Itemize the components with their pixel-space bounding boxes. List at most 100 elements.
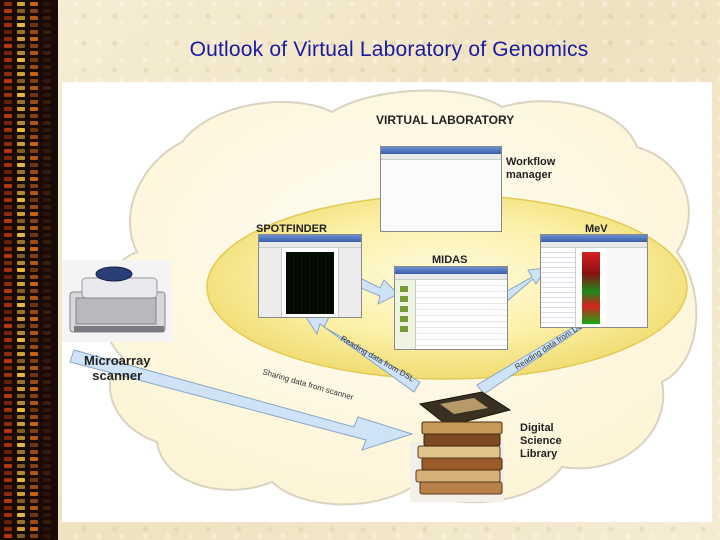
- microarray-spot: [30, 275, 38, 279]
- microarray-spot: [4, 387, 12, 391]
- microarray-spot: [4, 86, 12, 90]
- microarray-spot: [17, 163, 25, 167]
- microarray-spot: [30, 128, 38, 132]
- scanner-label-line2: scanner: [84, 368, 150, 383]
- microarray-spot: [4, 100, 12, 104]
- microarray-spot: [4, 380, 12, 384]
- microarray-spot: [17, 219, 25, 223]
- microarray-spot: [30, 254, 38, 258]
- microarray-spot: [17, 23, 25, 27]
- microarray-spot: [4, 331, 12, 335]
- microarray-spot: [30, 296, 38, 300]
- microarray-spot: [4, 219, 12, 223]
- mev-heatmap: [582, 252, 600, 324]
- microarray-spot: [30, 450, 38, 454]
- microarray-spot: [17, 58, 25, 62]
- microarray-spot: [43, 534, 51, 538]
- microarray-spot: [4, 135, 12, 139]
- dsl-label-line2: Science: [520, 435, 562, 448]
- microarray-spot: [17, 310, 25, 314]
- microarray-spot: [17, 184, 25, 188]
- slide-title: Outlook of Virtual Laboratory of Genomic…: [58, 38, 720, 62]
- microarray-spot: [30, 219, 38, 223]
- microarray-spot: [4, 310, 12, 314]
- microarray-spot: [43, 177, 51, 181]
- microarray-spot: [43, 471, 51, 475]
- microarray-spot: [43, 254, 51, 258]
- microarray-spot: [17, 464, 25, 468]
- microarray-spot: [4, 72, 12, 76]
- microarray-spot: [43, 30, 51, 34]
- microarray-spot: [30, 492, 38, 496]
- dsl-label-line1: Digital: [520, 422, 562, 435]
- microarray-spot: [43, 415, 51, 419]
- microarray-spot: [43, 51, 51, 55]
- microarray-spot: [17, 149, 25, 153]
- microarray-spot: [4, 170, 12, 174]
- microarray-spot: [17, 387, 25, 391]
- microarray-spot: [17, 170, 25, 174]
- microarray-spot: [17, 422, 25, 426]
- microarray-spot: [4, 254, 12, 258]
- microarray-spot: [17, 415, 25, 419]
- microarray-column: [43, 0, 51, 540]
- microarray-spot: [17, 37, 25, 41]
- microarray-spot: [30, 478, 38, 482]
- microarray-spot: [43, 198, 51, 202]
- microarray-spot: [4, 415, 12, 419]
- microarray-spot: [17, 51, 25, 55]
- microarray-spot: [43, 149, 51, 153]
- microarray-spot: [43, 205, 51, 209]
- microarray-column: [17, 0, 25, 540]
- microarray-spot: [4, 233, 12, 237]
- microarray-spot: [43, 282, 51, 286]
- microarray-spot: [43, 226, 51, 230]
- workflow-label-line1: Workflow: [506, 156, 555, 169]
- microarray-spot: [43, 408, 51, 412]
- book-stack-image: [410, 392, 510, 502]
- microarray-spot: [4, 107, 12, 111]
- microarray-spot: [30, 163, 38, 167]
- microarray-spot: [17, 65, 25, 69]
- microarray-spot: [43, 261, 51, 265]
- microarray-spot: [17, 303, 25, 307]
- microarray-spot: [4, 429, 12, 433]
- microarray-spot: [17, 86, 25, 90]
- microarray-spot: [30, 247, 38, 251]
- microarray-spot: [17, 485, 25, 489]
- microarray-spot: [4, 464, 12, 468]
- microarray-spot: [4, 23, 12, 27]
- microarray-spot: [17, 268, 25, 272]
- microarray-spot: [30, 408, 38, 412]
- microarray-spot: [17, 261, 25, 265]
- microarray-spot: [17, 338, 25, 342]
- microarray-spot: [43, 23, 51, 27]
- microarray-spot: [4, 247, 12, 251]
- microarray-spot: [43, 240, 51, 244]
- microarray-spot: [43, 9, 51, 13]
- microarray-spot: [43, 163, 51, 167]
- microarray-spot: [43, 513, 51, 517]
- microarray-spot: [17, 359, 25, 363]
- microarray-spot: [4, 394, 12, 398]
- microarray-spot: [30, 415, 38, 419]
- microarray-spot: [17, 457, 25, 461]
- microarray-spot: [30, 331, 38, 335]
- microarray-spot: [17, 408, 25, 412]
- microarray-spot: [4, 65, 12, 69]
- microarray-spot: [43, 121, 51, 125]
- microarray-spot: [43, 58, 51, 62]
- microarray-spot: [43, 79, 51, 83]
- microarray-spot: [30, 86, 38, 90]
- microarray-spot: [17, 100, 25, 104]
- microarray-spot: [43, 485, 51, 489]
- microarray-spot: [17, 471, 25, 475]
- microarray-spot: [4, 499, 12, 503]
- microarray-spot: [4, 338, 12, 342]
- microarray-spot: [17, 128, 25, 132]
- microarray-spot: [43, 380, 51, 384]
- microarray-spot: [17, 317, 25, 321]
- microarray-spot: [43, 387, 51, 391]
- microarray-spot: [43, 128, 51, 132]
- microarray-spot: [4, 212, 12, 216]
